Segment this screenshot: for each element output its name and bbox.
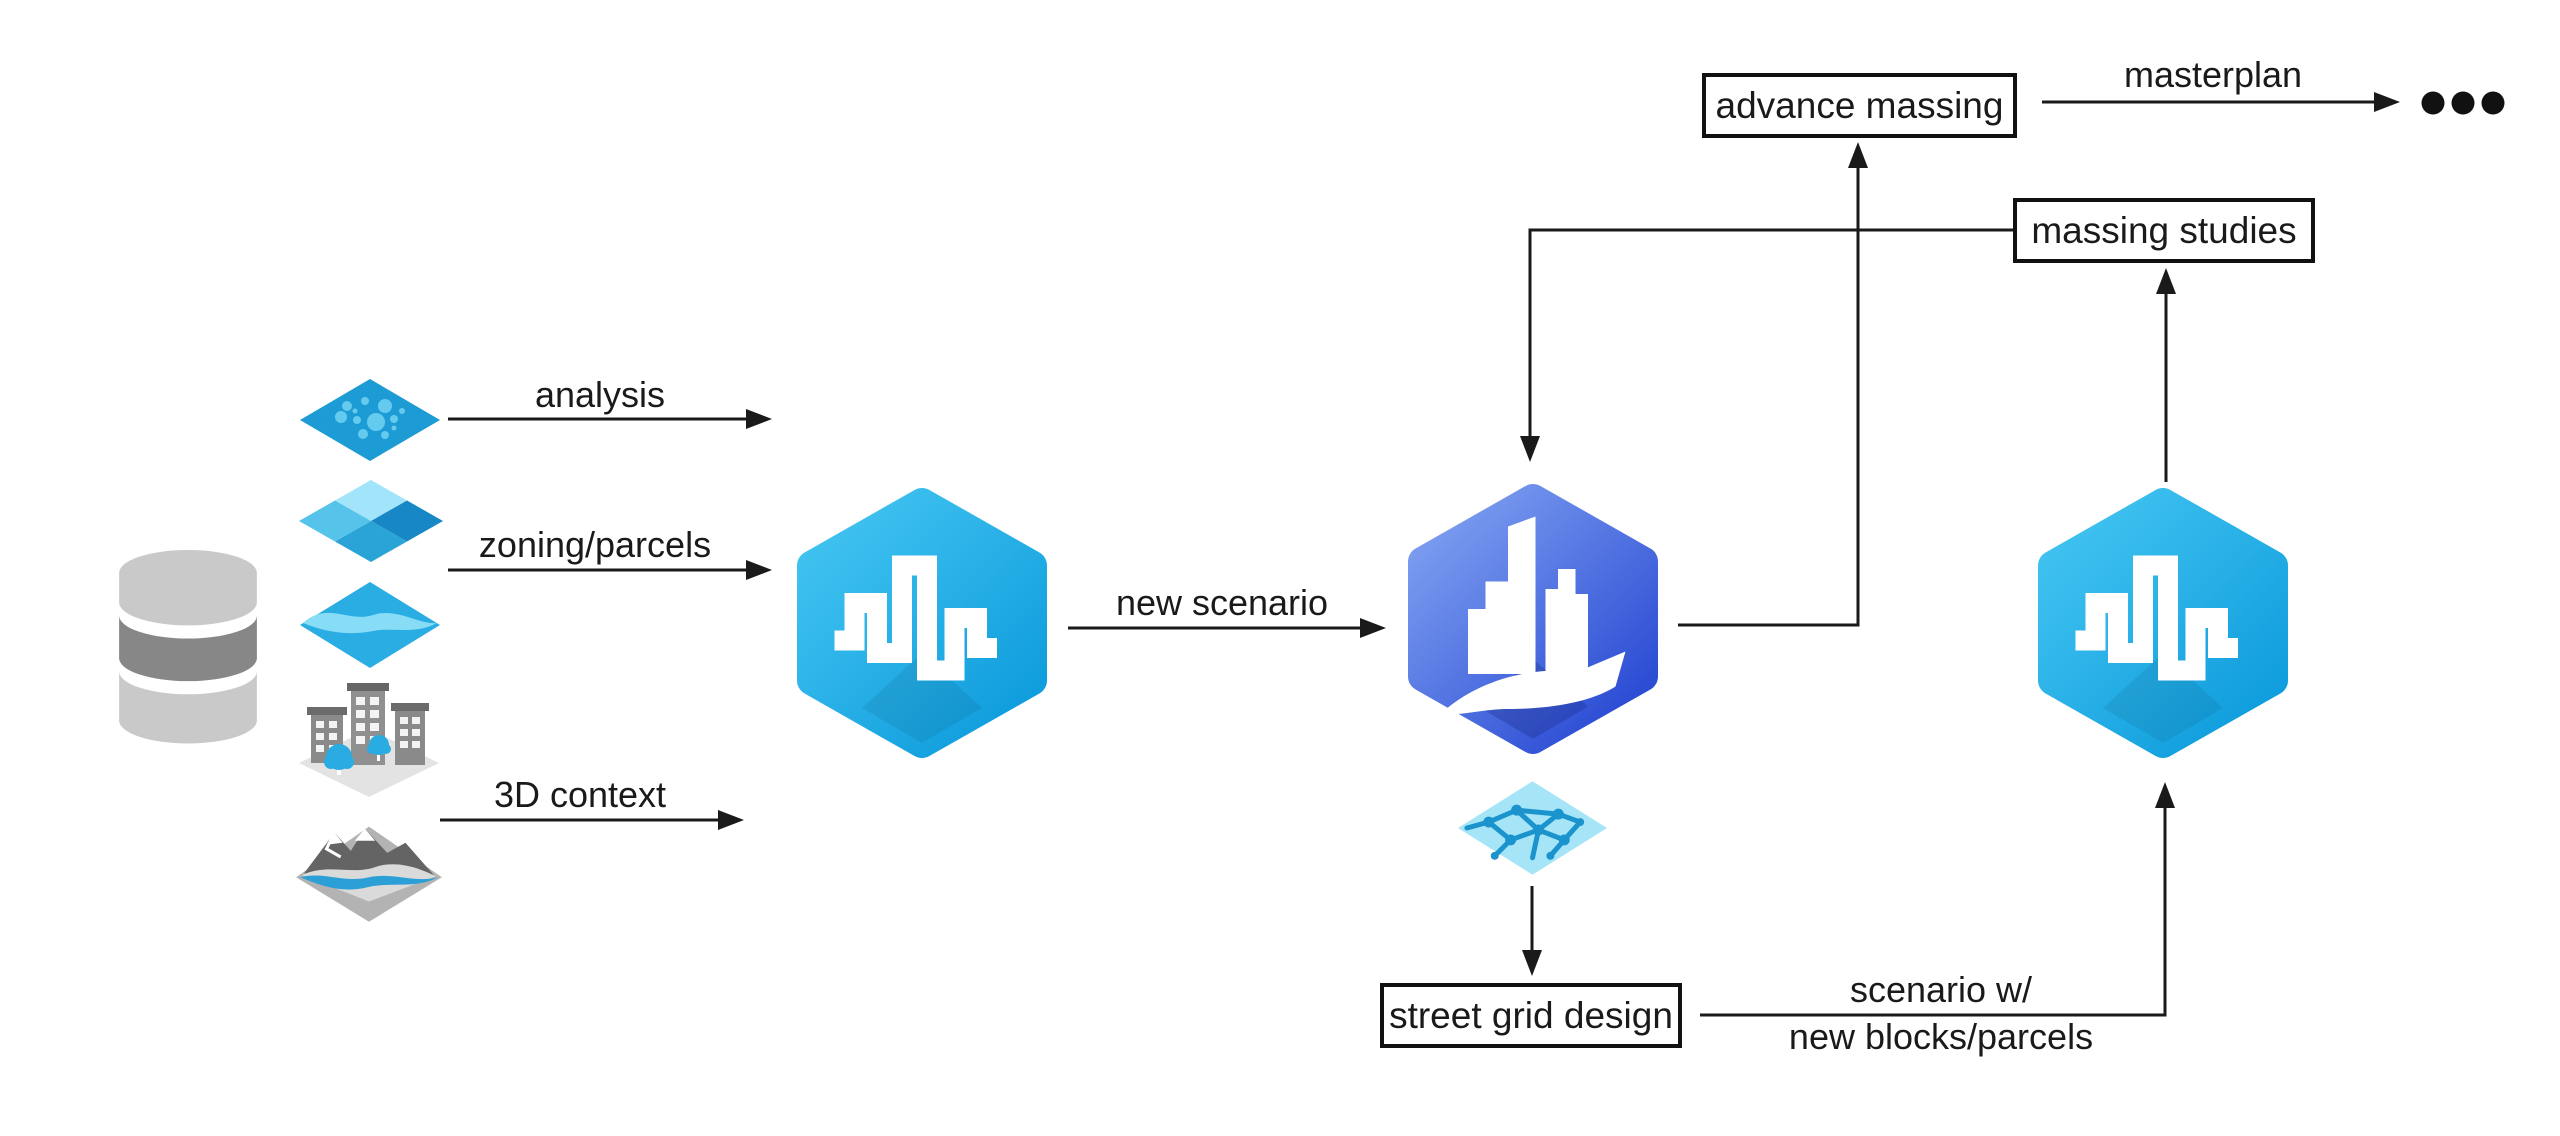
arrow-massing-studies-to-cityengine [1520,228,2013,462]
zoning-parcels-layer-icon [297,477,445,563]
urban-app-icon-right [2038,481,2288,765]
massing-studies-label: massing studies [2031,209,2297,251]
terrain-layer-icon [297,579,443,669]
label-3d-context: 3D context [493,774,667,815]
label-zoning-parcels: zoning/parcels [478,524,712,565]
label-analysis: analysis [534,374,666,415]
advance-massing-label: advance massing [1715,84,2004,126]
arrow-scenario-to-urban-right [1700,782,2175,1017]
label-masterplan: masterplan [2123,54,2303,95]
cityengine-app-icon [1408,473,1658,765]
label-scenario-w-new-blocks: scenario w/ new blocks/parcels [1789,966,2093,1060]
massing-studies-box: massing studies [2013,198,2315,263]
street-grid-layer-icon [1455,778,1610,878]
ellipsis-icon [2421,91,2505,115]
database-icon [106,543,270,757]
advance-massing-box: advance massing [1702,73,2017,138]
mountain-terrain-icon [290,798,448,924]
urban-app-icon-left [797,481,1047,765]
analysis-layer-icon [297,376,443,462]
label-new-scenario: new scenario [1115,582,1329,623]
arrow-cityengine-to-advance-massing [1678,142,1868,627]
buildings-3d-icon [293,676,445,800]
label-scenario-line1: scenario w/ [1849,969,2033,1010]
label-scenario-line2: new blocks/parcels [1788,1016,2094,1057]
street-grid-design-label: street grid design [1389,994,1673,1036]
street-grid-design-box: street grid design [1380,983,1682,1048]
